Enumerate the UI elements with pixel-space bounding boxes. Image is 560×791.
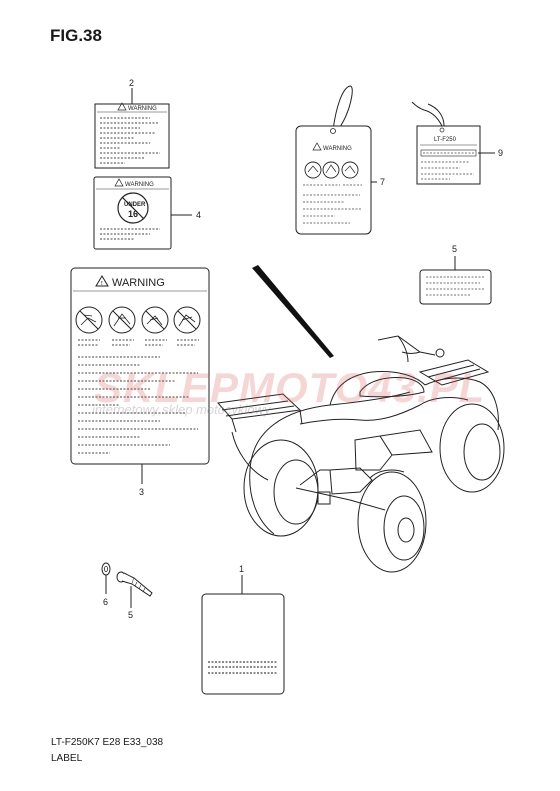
label-9-model-text: LT-F250	[434, 137, 457, 143]
part-1-label[interactable]	[201, 593, 285, 695]
warning-triangle-icon	[312, 142, 322, 151]
location-arrow	[252, 265, 334, 358]
callout-9: 9	[498, 148, 503, 158]
callout-1: 1	[239, 564, 244, 574]
part-3-main-warning-label[interactable]: ! WARNING	[70, 267, 210, 465]
label-3-warning-text: WARNING	[112, 277, 165, 289]
footer-name: LABEL	[51, 753, 83, 764]
part-2-warning-label[interactable]: WARNING	[94, 102, 170, 169]
figure-title: FIG.38	[50, 26, 102, 45]
part-6-screw[interactable]	[116, 571, 153, 597]
callout-6: 5	[128, 610, 133, 620]
part-8-hang-tag[interactable]: WARNING	[295, 85, 372, 235]
label-4-age-text: 16	[128, 209, 138, 219]
label-2-warning-text: WARNING	[128, 106, 157, 112]
callout-3: 3	[139, 487, 144, 497]
svg-text:!: !	[101, 281, 103, 287]
part-9-model-tag[interactable]: LT-F250	[411, 101, 481, 185]
part-7-washer[interactable]	[101, 562, 111, 576]
warning-triangle-icon	[114, 178, 124, 187]
tag-string	[411, 101, 445, 127]
warning-triangle-icon	[95, 275, 109, 287]
callout-4: 4	[196, 210, 201, 220]
label-4-under-text: UNDER	[124, 202, 146, 208]
footer-code: LT-F250K7 E28 E33_038	[51, 737, 164, 748]
watermark: SKLEPMOTO43.PL internetowy sklep motocyk…	[92, 364, 485, 417]
callout-5: 5	[452, 244, 457, 254]
callout-8: 7	[380, 177, 385, 187]
callout-7: 6	[103, 597, 108, 607]
callout-2: 2	[129, 78, 134, 88]
tag-string	[332, 85, 353, 132]
watermark-brand: SKLEPMOTO43.PL	[94, 364, 485, 411]
label-3-pictograms	[75, 306, 201, 334]
warning-triangle-icon	[117, 102, 127, 111]
label-8-warning-text: WARNING	[323, 146, 352, 152]
watermark-tagline: internetowy sklep motocyklowy	[92, 402, 272, 417]
no-under-16-icon	[117, 192, 149, 224]
atv-illustration	[217, 335, 505, 573]
part-5-label[interactable]	[419, 269, 492, 305]
label-4-warning-text: WARNING	[125, 182, 154, 188]
part-4-age-label[interactable]: WARNING UNDER 16	[93, 176, 172, 250]
